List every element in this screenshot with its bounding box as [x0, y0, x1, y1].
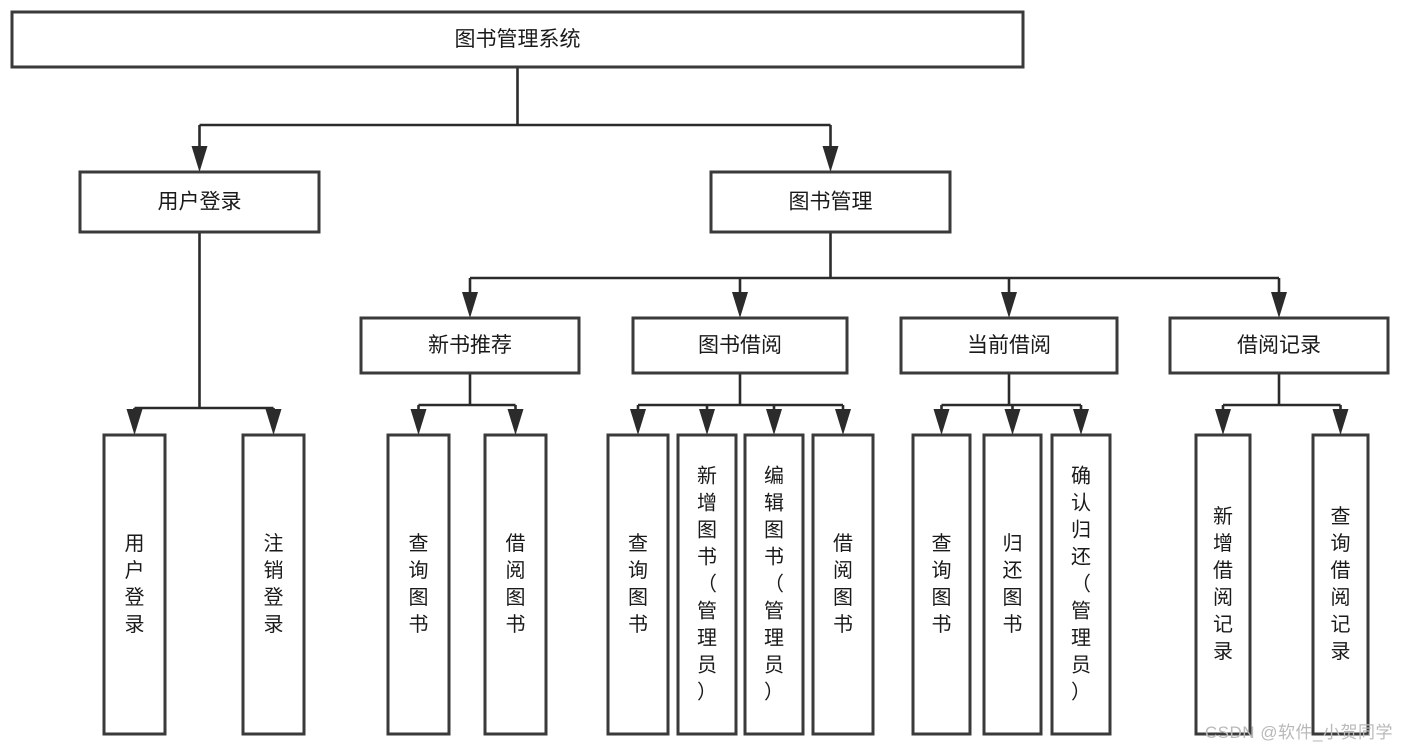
node-leaf-confirm-return-admin[interactable]: 确认归还（管理员）: [1050, 433, 1112, 736]
node-root[interactable]: 图书管理系统: [10, 10, 1025, 69]
arrow-head-recommend-to-borrow-book: [507, 409, 524, 435]
node-book-manage[interactable]: 图书管理: [709, 170, 952, 234]
node-label-user-login: 用户登录: [158, 191, 242, 214]
node-label-book-manage: 图书管理: [789, 191, 873, 214]
edge-group-book-manage: [462, 232, 1287, 318]
node-box-leaf-return-book[interactable]: [982, 433, 1043, 736]
node-box-leaf-user-logout[interactable]: [241, 433, 306, 736]
arrow-head-recommend-to-query-book: [410, 409, 427, 435]
node-leaf-user-logout[interactable]: 注销登录: [241, 433, 306, 736]
node-leaf-query-book-current[interactable]: 查询图书: [911, 433, 972, 736]
node-label-leaf-confirm-return-admin: 确认归还（管理员）: [1071, 465, 1091, 704]
node-label-leaf-add-book-admin: 新增图书（管理员）: [697, 465, 717, 704]
node-label-leaf-borrow-book-recommend: 借阅图书: [506, 532, 526, 636]
node-leaf-query-book-recommend[interactable]: 查询图书: [386, 433, 451, 736]
edge-group-root: [191, 67, 839, 172]
arrow-head-user-login-to-leaf-user-logout: [265, 409, 282, 435]
node-leaf-borrow-book-borrow[interactable]: 借阅图书: [811, 433, 875, 736]
node-box-leaf-borrow-book-borrow[interactable]: [811, 433, 875, 736]
node-box-leaf-query-borrow-record[interactable]: [1311, 433, 1370, 736]
node-leaf-add-borrow-record[interactable]: 新增借阅记录: [1194, 433, 1252, 736]
edge-group-user-login: [126, 232, 282, 435]
arrow-head-record-to-query-record: [1332, 409, 1349, 435]
node-box-root[interactable]: [10, 10, 1025, 69]
node-label-leaf-query-borrow-record: 查询借阅记录: [1331, 505, 1351, 663]
node-box-user-login[interactable]: [78, 170, 321, 234]
connectors-layer: [126, 67, 1349, 435]
node-box-leaf-user-login[interactable]: [102, 433, 167, 736]
node-leaf-edit-book-admin[interactable]: 编辑图书（管理员）: [743, 433, 805, 736]
arrow-head-current-to-confirm-return: [1073, 409, 1089, 435]
node-label-current-borrow: 当前借阅: [967, 334, 1051, 357]
arrow-head-borrow-to-add-book: [699, 409, 715, 435]
node-label-leaf-return-book: 归还图书: [1003, 532, 1023, 636]
nodes-layer: 图书管理系统用户登录图书管理新书推荐图书借阅当前借阅借阅记录用户登录注销登录查询…: [10, 10, 1390, 736]
node-new-book-recommend[interactable]: 新书推荐: [359, 316, 581, 375]
node-box-leaf-add-borrow-record[interactable]: [1194, 433, 1252, 736]
edge-group-book-borrow: [630, 373, 851, 435]
arrow-head-current-to-return-book: [1004, 409, 1021, 435]
arrow-head-borrow-to-borrow-book: [835, 409, 851, 435]
node-box-leaf-confirm-return-admin[interactable]: [1050, 433, 1112, 736]
node-label-new-book-recommend: 新书推荐: [428, 334, 512, 357]
node-label-leaf-add-borrow-record: 新增借阅记录: [1213, 505, 1233, 663]
arrow-head-borrow-to-query-book: [630, 409, 646, 435]
node-box-leaf-add-book-admin[interactable]: [676, 433, 738, 736]
edge-group-new-book-recommend: [410, 373, 524, 435]
csdn-watermark: CSDN @软件_小贺同学: [1204, 723, 1393, 742]
node-user-login[interactable]: 用户登录: [78, 170, 321, 234]
node-box-leaf-query-book-current[interactable]: [911, 433, 972, 736]
node-book-borrow[interactable]: 图书借阅: [631, 316, 849, 375]
node-box-leaf-edit-book-admin[interactable]: [743, 433, 805, 736]
arrow-head-user-login-to-leaf-user-login: [126, 409, 143, 435]
arrow-head-current-to-query-book: [933, 409, 950, 435]
edge-group-borrow-record: [1215, 373, 1349, 435]
node-current-borrow[interactable]: 当前借阅: [899, 316, 1119, 375]
node-leaf-borrow-book-recommend[interactable]: 借阅图书: [483, 433, 548, 736]
arrow-head-book-manage-to-borrow-record: [1271, 292, 1287, 318]
node-leaf-return-book[interactable]: 归还图书: [982, 433, 1043, 736]
node-label-leaf-query-book-borrow: 查询图书: [628, 532, 648, 636]
node-borrow-record[interactable]: 借阅记录: [1168, 316, 1390, 375]
arrow-head-root-to-user-login: [191, 146, 208, 172]
node-label-leaf-borrow-book-borrow: 借阅图书: [833, 532, 853, 636]
node-box-leaf-borrow-book-recommend[interactable]: [483, 433, 548, 736]
node-box-book-borrow[interactable]: [631, 316, 849, 375]
node-box-borrow-record[interactable]: [1168, 316, 1390, 375]
arrow-head-book-manage-to-new-book-recommend: [462, 292, 478, 318]
node-label-borrow-record: 借阅记录: [1237, 334, 1321, 357]
arrow-head-book-manage-to-book-borrow: [732, 292, 748, 318]
node-box-leaf-query-book-borrow[interactable]: [606, 433, 670, 736]
node-box-current-borrow[interactable]: [899, 316, 1119, 375]
node-label-book-borrow: 图书借阅: [698, 334, 782, 357]
node-leaf-query-borrow-record[interactable]: 查询借阅记录: [1311, 433, 1370, 736]
node-box-new-book-recommend[interactable]: [359, 316, 581, 375]
node-label-leaf-query-book-current: 查询图书: [932, 532, 952, 636]
arrow-head-record-to-add-record: [1215, 409, 1231, 435]
arrow-head-book-manage-to-current-borrow: [1001, 292, 1017, 318]
node-leaf-add-book-admin[interactable]: 新增图书（管理员）: [676, 433, 738, 736]
node-box-leaf-query-book-recommend[interactable]: [386, 433, 451, 736]
node-leaf-user-login[interactable]: 用户登录: [102, 433, 167, 736]
node-label-leaf-edit-book-admin: 编辑图书（管理员）: [764, 465, 784, 704]
node-box-book-manage[interactable]: [709, 170, 952, 234]
arrow-head-borrow-to-edit-book: [766, 409, 782, 435]
edge-group-current-borrow: [933, 373, 1089, 435]
node-label-leaf-user-login: 用户登录: [125, 533, 145, 636]
node-label-leaf-user-logout: 注销登录: [264, 532, 284, 636]
node-label-leaf-query-book-recommend: 查询图书: [409, 532, 429, 636]
arrow-head-root-to-book-manage: [822, 146, 839, 172]
node-label-root: 图书管理系统: [455, 28, 581, 51]
node-leaf-query-book-borrow[interactable]: 查询图书: [606, 433, 670, 736]
